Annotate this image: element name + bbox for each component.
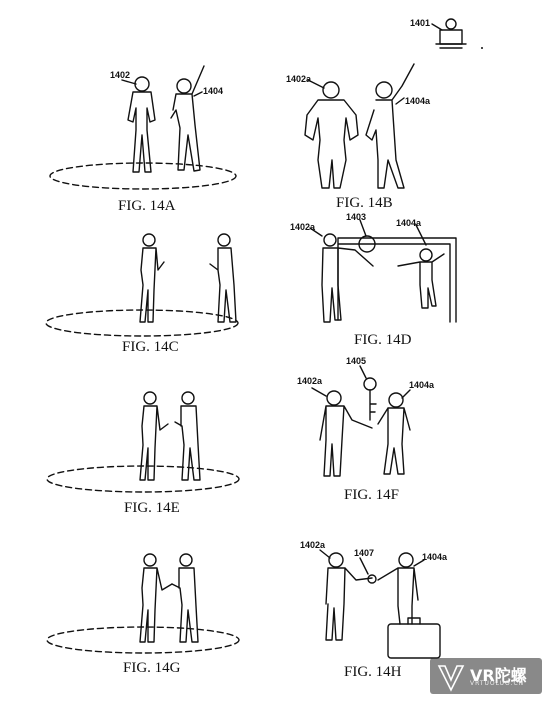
- caption-fig-14a: FIG. 14A: [118, 198, 176, 214]
- caption-fig-14e: FIG. 14E: [124, 500, 180, 516]
- watermark-text: VR陀螺: [470, 666, 527, 685]
- ref-1402a-d: 1402a: [290, 222, 316, 232]
- ref-1404a: 1404a: [405, 96, 431, 106]
- ref-1403: 1403: [346, 212, 367, 222]
- ref-1404a-h: 1404a: [422, 552, 448, 562]
- vr-logo-icon: [437, 665, 465, 692]
- ref-1405: 1405: [346, 356, 367, 366]
- ref-1402: 1402: [110, 70, 131, 80]
- ref-1407: 1407: [354, 548, 375, 558]
- caption-fig-14b: FIG. 14B: [336, 195, 393, 211]
- watermark-logo: VR陀螺 VRTUOLUO.CN: [430, 658, 542, 694]
- ref-1402a-h: 1402a: [300, 540, 326, 550]
- ref-1401: 1401: [410, 18, 431, 28]
- caption-fig-14d: FIG. 14D: [354, 332, 412, 348]
- caption-fig-14f: FIG. 14F: [344, 487, 400, 503]
- caption-fig-14h: FIG. 14H: [344, 664, 402, 680]
- ref-1402a: 1402a: [286, 74, 312, 84]
- ref-1404a-f: 1404a: [409, 380, 435, 390]
- ref-1404: 1404: [203, 86, 224, 96]
- caption-fig-14g: FIG. 14G: [123, 660, 181, 676]
- watermark-subtext: VRTUOLUO.CN: [470, 680, 525, 687]
- ref-1404a-d: 1404a: [396, 218, 422, 228]
- ref-1402a-f: 1402a: [297, 376, 323, 386]
- caption-fig-14c: FIG. 14C: [122, 339, 179, 355]
